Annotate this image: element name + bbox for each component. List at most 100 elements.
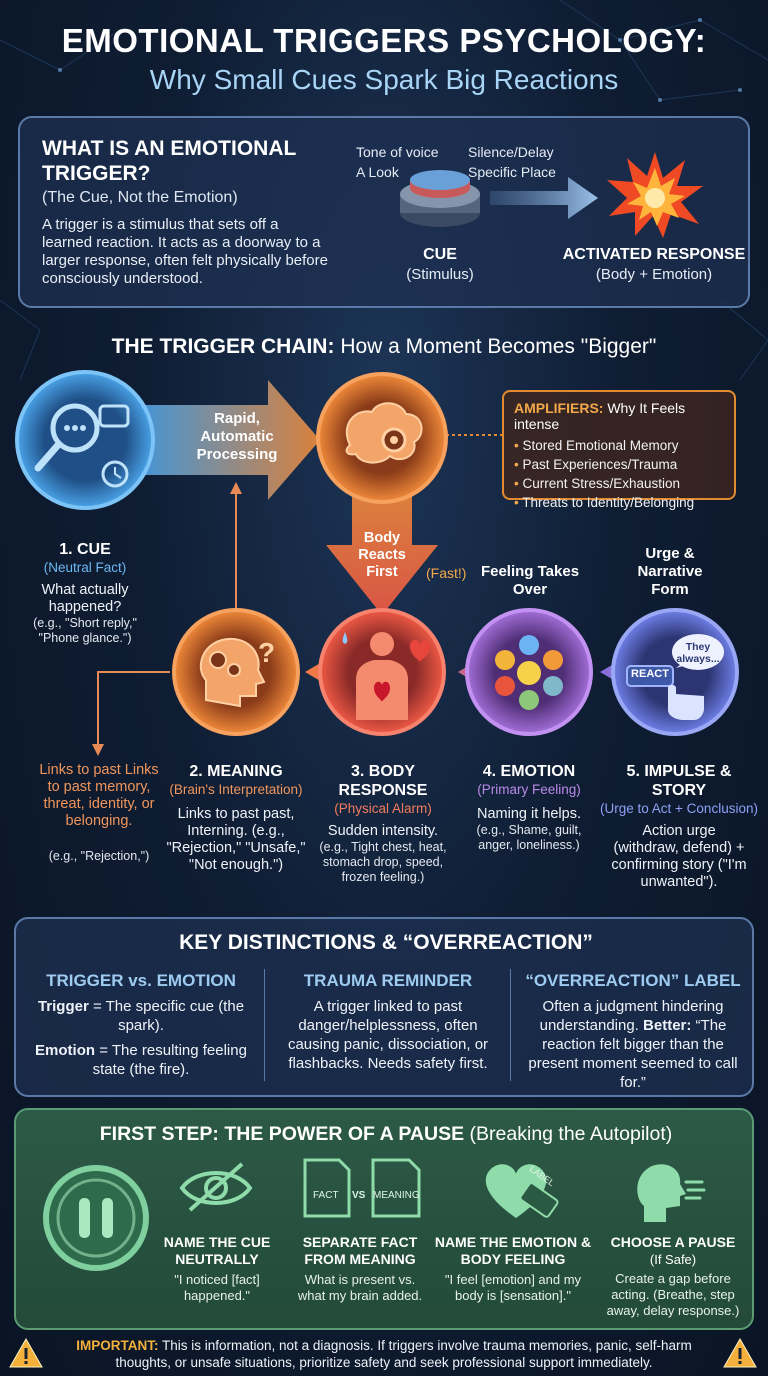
step-4-title: 4. EMOTION bbox=[482, 763, 576, 780]
step-2-sub: (Brain's Interpretation) bbox=[169, 782, 303, 797]
cue-example-silence: Silence/Delay bbox=[468, 144, 554, 160]
explosion-icon bbox=[607, 152, 703, 238]
step-5-sub: (Urge to Act + Conclusion) bbox=[600, 801, 758, 816]
overreaction-column: “OVERREACTION” LABEL Often a judgment hi… bbox=[522, 971, 744, 1092]
pause-step-3-text: "I feel [emotion] and my body is [sensat… bbox=[444, 1272, 582, 1303]
pause-title-rest: (Breaking the Autopilot) bbox=[469, 1123, 673, 1145]
trauma-reminder-head: TRAUMA REMINDER bbox=[303, 971, 473, 990]
pause-panel: FIRST STEP: THE POWER OF A PAUSE (Breaki… bbox=[14, 1108, 754, 1330]
overreaction-text: Often a judgment hindering understanding… bbox=[522, 997, 744, 1092]
fact-tag: FACT bbox=[313, 1190, 339, 1201]
pause-icon bbox=[43, 1165, 149, 1271]
meaning-tag: MEANING bbox=[373, 1190, 420, 1201]
cue-example-place: Specific Place bbox=[468, 164, 556, 180]
what-is-panel: WHAT IS AN EMOTIONAL TRIGGER? (The Cue, … bbox=[18, 116, 750, 308]
step-4-example: (e.g., Shame, guilt, anger, loneliness.) bbox=[476, 823, 582, 852]
react-button: REACT bbox=[631, 668, 669, 680]
what-is-subheading: (The Cue, Not the Emotion) bbox=[42, 189, 238, 206]
step-2: 2. MEANING (Brain's Interpretation) Link… bbox=[164, 762, 308, 874]
trigger-word: Trigger bbox=[37, 998, 89, 1015]
step-1-text: What actually happened? bbox=[41, 582, 129, 615]
links-to-past-text: Links to past Links to past memory, thre… bbox=[39, 762, 159, 829]
emotion-definition-text: = The resulting feeling state (the fire)… bbox=[92, 1042, 247, 1078]
svg-text:?: ? bbox=[258, 637, 275, 668]
step-5: 5. IMPULSE & STORY (Urge to Act + Conclu… bbox=[594, 762, 764, 891]
response-sublabel: (Body + Emotion) bbox=[595, 266, 713, 283]
amplifier-item: Current Stress/Exhaustion bbox=[514, 474, 724, 493]
feeling-takes-over-label: Feeling Takes Over bbox=[480, 563, 580, 598]
overreaction-head: “OVERREACTION” LABEL bbox=[525, 971, 741, 990]
step-1: 1. CUE (Neutral Fact) What actually happ… bbox=[25, 540, 145, 646]
pause-step-2-text: What is present vs. what my brain added. bbox=[297, 1272, 423, 1303]
step-4-sub: (Primary Feeling) bbox=[477, 782, 581, 797]
page-title: EMOTIONAL TRIGGERS PSYCHOLOGY: bbox=[61, 22, 707, 59]
pause-step-1-head: NAME THE CUE NEUTRALLY bbox=[163, 1234, 271, 1267]
warning-icon bbox=[9, 1337, 43, 1368]
vs-tag: VS bbox=[352, 1190, 366, 1201]
trigger-vs-emotion-column: TRIGGER vs. EMOTION Trigger = The specif… bbox=[30, 971, 252, 1079]
urge-narrative-label: Urge & Narrative Form bbox=[637, 545, 703, 598]
column-divider bbox=[264, 969, 265, 1081]
response-label: ACTIVATED RESPONSE bbox=[562, 246, 746, 263]
pause-step-2: SEPARATE FACT FROM MEANING What is prese… bbox=[290, 1234, 430, 1304]
pause-step-3: NAME THE EMOTION & BODY FEELING "I feel … bbox=[430, 1234, 596, 1304]
amplifiers-title-bold: AMPLIFIERS: bbox=[514, 400, 604, 416]
cue-label: CUE bbox=[423, 246, 457, 263]
rapid-processing-label: Rapid, Automatic Processing bbox=[196, 410, 278, 463]
pause-step-4: CHOOSE A PAUSE (If Safe) Create a gap be… bbox=[598, 1234, 748, 1319]
trigger-chain-title: THE TRIGGER CHAIN: How a Moment Becomes … bbox=[0, 335, 768, 359]
what-is-body: A trigger is a stimulus that sets off a … bbox=[42, 216, 328, 287]
step-3: 3. BODY RESPONSE (Physical Alarm) Sudden… bbox=[316, 762, 450, 885]
column-divider bbox=[510, 969, 511, 1081]
overreaction-text-a: Often a judgment hindering understanding… bbox=[539, 998, 724, 1034]
what-is-heading: WHAT IS AN EMOTIONAL TRIGGER? bbox=[42, 137, 296, 185]
trigger-chain-title-bold: THE TRIGGER CHAIN: bbox=[111, 335, 335, 358]
trauma-reminder-column: TRAUMA REMINDER A trigger linked to past… bbox=[278, 971, 498, 1073]
warning-icon bbox=[723, 1337, 757, 1368]
pause-step-1-text: "I noticed [fact] happened." bbox=[174, 1272, 260, 1303]
step-2-text: Links to past past, Interning. (e.g., "R… bbox=[166, 806, 306, 873]
pause-step-1: NAME THE CUE NEUTRALLY "I noticed [fact]… bbox=[156, 1234, 278, 1304]
speech-bubble-text: They always... bbox=[676, 641, 720, 665]
overreaction-text-b: “The reaction felt bigger than the prese… bbox=[528, 1017, 738, 1091]
emotion-word: Emotion bbox=[35, 1042, 96, 1059]
step-4-text: Naming it helps. bbox=[477, 806, 581, 822]
step-5-example: (withdraw, defend) + confirming story ("… bbox=[611, 840, 747, 890]
disclaimer: IMPORTANT: This is information, not a di… bbox=[52, 1337, 716, 1371]
pause-step-2-head: SEPARATE FACT FROM MEANING bbox=[302, 1234, 418, 1267]
links-to-past-example: (e.g., "Rejection,") bbox=[48, 849, 150, 863]
amplifier-item: Stored Emotional Memory bbox=[514, 436, 724, 455]
cue-button-icon bbox=[400, 170, 480, 227]
step-3-title: 3. BODY RESPONSE bbox=[338, 763, 428, 799]
emotion-definition: Emotion = The resulting feeling state (t… bbox=[30, 1041, 252, 1079]
trigger-chain-diagram: ? bbox=[15, 370, 739, 756]
amplifiers-box: AMPLIFIERS: Why It Feels intense Stored … bbox=[502, 390, 736, 510]
breathing-head-icon bbox=[637, 1164, 706, 1222]
links-to-past-line bbox=[97, 671, 170, 748]
eye-slash-icon bbox=[179, 1162, 253, 1212]
amplifiers-title-rest: Why It Feels intense bbox=[514, 400, 686, 432]
overreaction-better: Better: bbox=[638, 1017, 692, 1034]
cue-sublabel: (Stimulus) bbox=[406, 266, 474, 283]
pause-step-4-head: CHOOSE A PAUSE bbox=[610, 1234, 736, 1250]
trigger-chain-title-rest: How a Moment Becomes "Bigger" bbox=[340, 335, 657, 358]
step-4: 4. EMOTION (Primary Feeling) Naming it h… bbox=[462, 762, 596, 853]
disclaimer-text: This is information, not a diagnosis. If… bbox=[115, 1338, 692, 1370]
pause-step-4-text: Create a gap before acting. (Breathe, st… bbox=[606, 1271, 740, 1318]
pause-step-4-sub: (If Safe) bbox=[649, 1252, 697, 1267]
trigger-definition-text: = The specific cue (the spark). bbox=[88, 998, 245, 1034]
key-distinctions-panel: KEY DISTINCTIONS & “OVERREACTION” TRIGGE… bbox=[14, 917, 754, 1097]
cue-to-response-arrow bbox=[490, 177, 598, 219]
step-5-title: 5. IMPULSE & STORY bbox=[626, 763, 732, 799]
amplifier-item: Past Experiences/Trauma bbox=[514, 455, 724, 474]
disclaimer-label: IMPORTANT: bbox=[76, 1338, 159, 1353]
pause-title-bold: FIRST STEP: THE POWER OF A PAUSE bbox=[99, 1123, 465, 1145]
body-reacts-label: Body Reacts First bbox=[358, 530, 406, 580]
pause-title: FIRST STEP: THE POWER OF A PAUSE (Breaki… bbox=[16, 1123, 756, 1146]
step-2-title: 2. MEANING bbox=[189, 763, 283, 780]
heart-label-icon bbox=[485, 1164, 559, 1218]
cue-example-tone: Tone of voice bbox=[356, 144, 439, 160]
rapid-processing-arrow bbox=[140, 380, 320, 500]
step-3-example: (e.g., Tight chest, heat, stomach drop, … bbox=[319, 840, 447, 884]
